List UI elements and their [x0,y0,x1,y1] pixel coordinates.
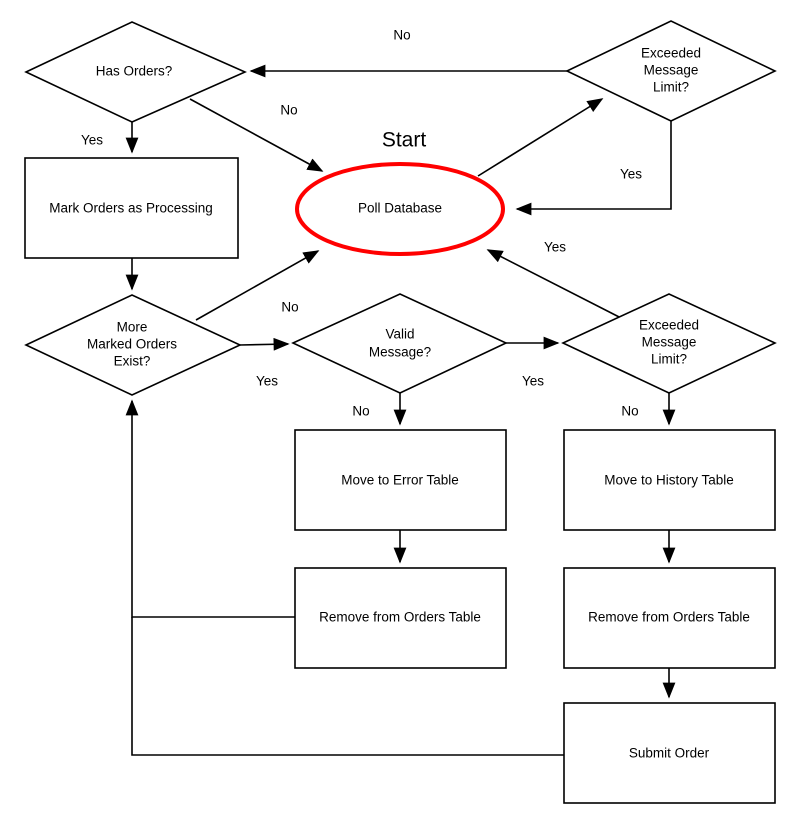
valid-message-line1: Valid [385,327,414,342]
edge-exceeded-top-yes-to-poll [515,121,672,216]
valid-message-line2: Message? [369,345,431,360]
submit-order-box [563,702,776,804]
mark-orders-box [24,157,239,259]
node-has-orders[interactable]: Has Orders? [24,21,247,123]
node-submit-order[interactable]: Submit Order [563,702,776,804]
node-mark-orders-as-processing[interactable]: Mark Orders as Processing [24,157,239,259]
remove-orders-left-label: Remove from Orders Table [319,610,481,625]
edge-has-orders-no [189,98,324,172]
move-history-table-label: Move to History Table [604,473,734,488]
exceeded-limit-top-line3: Limit? [653,80,689,95]
edge-exceeded-bottom-yes-to-poll [486,249,626,321]
node-move-to-history-table[interactable]: Move to History Table [563,429,776,531]
more-marked-orders-line2: Marked Orders [87,337,177,352]
move-history-table-box [563,429,776,531]
more-marked-orders-line3: Exist? [114,354,151,369]
edge-label-valid-yes: Yes [522,374,544,389]
node-valid-message[interactable]: Valid Message? [291,293,508,394]
edge-label-exceeded-bottom-no: No [621,404,638,419]
edge-label-has-orders-no: No [280,103,297,118]
edge-submit-order-loopback [131,617,564,756]
more-marked-orders-line1: More [117,320,148,335]
edge-label-exceeded-bottom-yes: Yes [544,240,566,255]
node-remove-from-orders-table-right[interactable]: Remove from Orders Table [563,567,776,669]
exceeded-limit-bottom-line3: Limit? [651,352,687,367]
more-marked-orders-diamond [24,294,242,396]
edge-label-top-no: No [393,28,410,43]
edge-label-more-orders-no: No [281,300,298,315]
move-error-table-box [294,429,507,531]
edge-more-orders-yes-to-valid [239,337,290,351]
exceeded-limit-bottom-line1: Exceeded [639,318,699,333]
node-more-marked-orders-exist[interactable]: More Marked Orders Exist? [24,294,242,396]
node-exceeded-message-limit-bottom[interactable]: Exceeded Message Limit? [561,293,777,394]
valid-message-diamond [291,293,508,394]
edge-poll-to-exceeded-top [477,98,604,177]
move-error-table-label: Move to Error Table [341,473,459,488]
exceeded-limit-top-line1: Exceeded [641,46,701,61]
edge-label-exceeded-top-yes: Yes [620,167,642,182]
edge-more-orders-no-to-poll [195,250,320,321]
node-exceeded-message-limit-top[interactable]: Exceeded Message Limit? [565,20,777,122]
exceeded-limit-top-line2: Message [644,63,699,78]
edge-remove-left-loopback [125,399,295,618]
exceeded-limit-top-diamond [565,20,777,122]
poll-database-label: Poll Database [358,201,442,216]
has-orders-label: Has Orders? [96,64,173,79]
remove-orders-left-box [294,567,507,669]
node-remove-from-orders-table-left[interactable]: Remove from Orders Table [294,567,507,669]
edge-label-has-orders-yes: Yes [81,133,103,148]
remove-orders-right-box [563,567,776,669]
node-poll-database[interactable]: Poll Database [295,162,505,256]
poll-database-ellipse [295,162,505,256]
mark-orders-label: Mark Orders as Processing [49,201,213,216]
remove-orders-right-label: Remove from Orders Table [588,610,750,625]
start-title: Start [382,129,427,152]
node-move-to-error-table[interactable]: Move to Error Table [294,429,507,531]
has-orders-diamond [24,21,247,123]
submit-order-label: Submit Order [629,746,710,761]
edge-label-more-orders-yes: Yes [256,374,278,389]
exceeded-limit-bottom-diamond [561,293,777,394]
edge-label-valid-no: No [352,404,369,419]
exceeded-limit-bottom-line2: Message [642,335,697,350]
